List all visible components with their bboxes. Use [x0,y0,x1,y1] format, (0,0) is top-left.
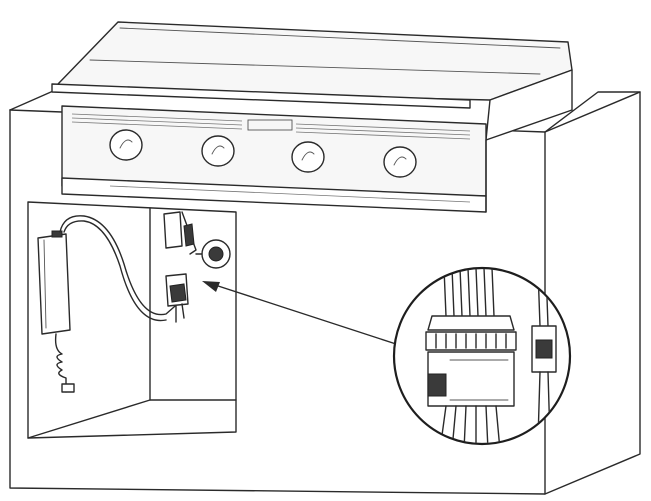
upper-wire [181,211,197,255]
transformer-plug [51,230,63,238]
grill-handle [51,83,471,109]
wiring-harness [163,211,231,323]
power-plug [61,383,75,393]
grill-logo-plate [247,119,293,131]
power-cable [59,215,183,316]
detail-connector-latch [427,373,447,397]
transformer-edge [43,239,47,329]
grill-knob [109,129,143,161]
island-side-face [544,91,641,495]
grill-knob [291,141,325,173]
detail-connector-ring [425,331,517,351]
grill-vent-right [295,123,471,140]
transformer-body [37,233,71,335]
grill-base-vent [109,185,471,203]
island-top-right-edge [489,91,641,133]
arrow-head [202,281,220,292]
detail-wires-top [443,269,495,317]
grill-hood-ridge [119,27,561,49]
grill-knob [201,135,235,167]
grill [51,21,573,213]
grill-hood-crease [89,59,541,75]
cabinet-floor-line [27,399,237,439]
detail-connector-cap [427,315,515,331]
power-cable-outline [63,220,167,322]
grill-vent-left [71,113,243,130]
detail-connector-lines [449,359,509,401]
lower-connector-plug [169,283,187,303]
upper-connector-housing [163,211,183,249]
detail-connector-ribs [435,333,507,349]
upper-connector-plug [183,223,195,247]
callout-arrow [202,281,397,345]
grill-knob [383,146,417,178]
detail-side-connector-plug [535,339,553,359]
lower-connector-wires [175,303,185,323]
transformer [37,230,75,393]
detail-wires-bottom [439,405,501,443]
island-top-front-edge [9,109,63,113]
detail-callout [392,266,572,446]
grill-hood-side [485,69,573,141]
cabinet-opening [27,201,237,439]
gas-fitting-center [208,246,224,262]
transformer-coiled-cord [54,333,67,393]
arrow-shaft [211,283,397,345]
